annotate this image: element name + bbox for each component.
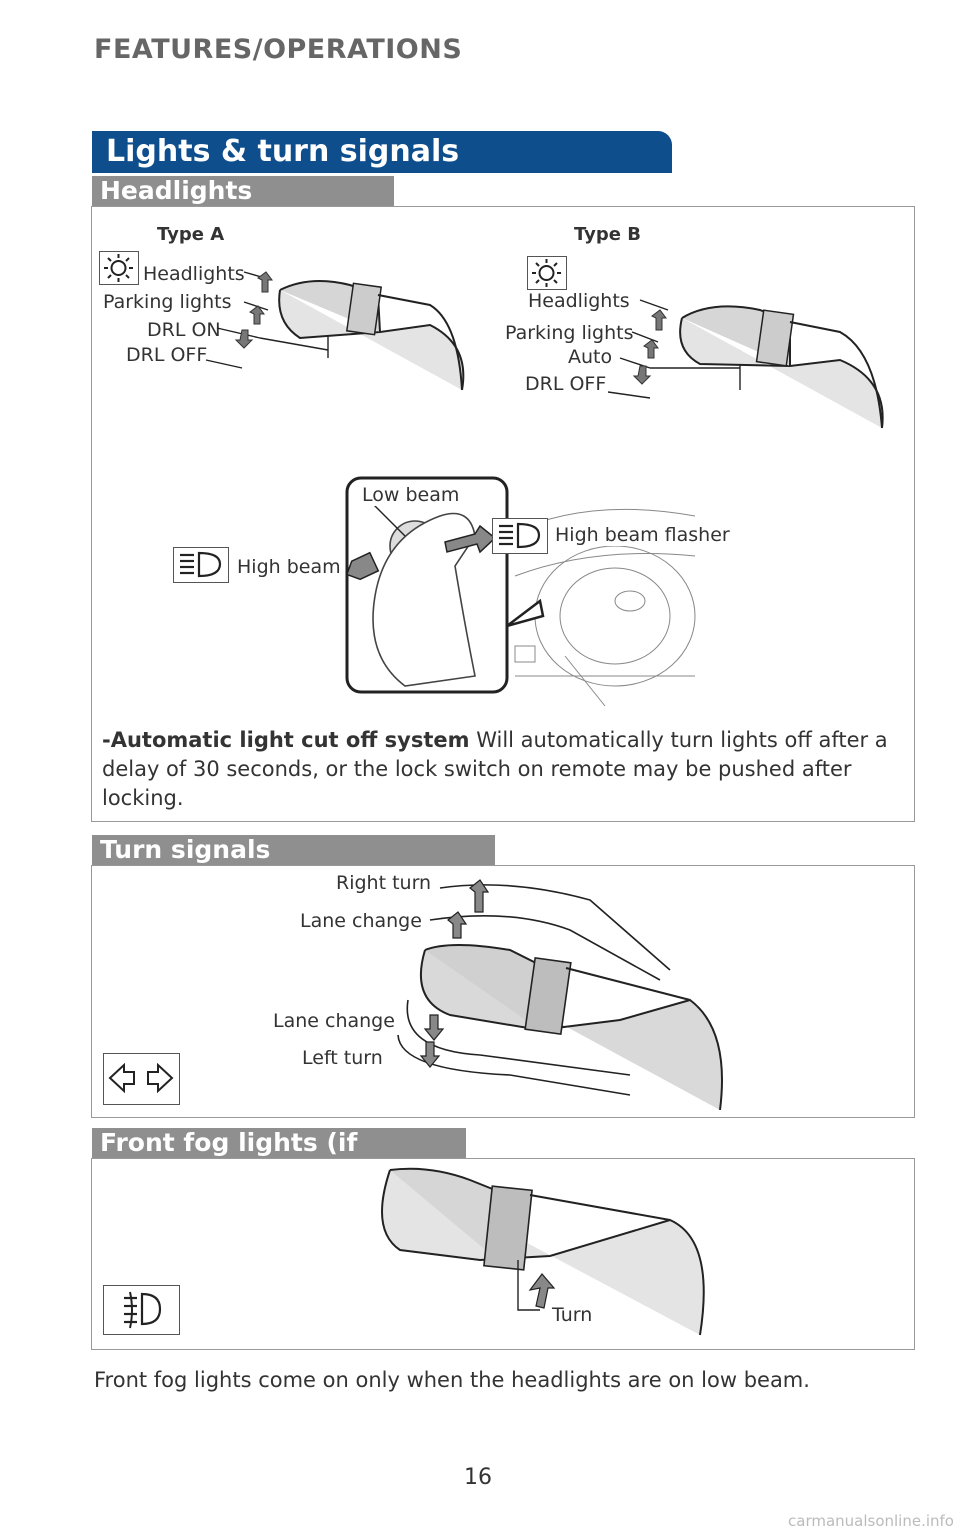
auto-cutoff-note: -Automatic light cut off system Will aut… (102, 726, 907, 813)
type-b-drl-off-label: DRL OFF (525, 373, 607, 395)
fog-icon-box (103, 1285, 180, 1335)
type-a-headlights-label: Headlights (143, 263, 245, 285)
type-a-drl-on-label: DRL ON (147, 319, 221, 341)
beam-illustration (345, 476, 696, 707)
lane-change-down-label: Lane change (273, 1010, 395, 1032)
headlight-sun-icon (104, 254, 133, 282)
turn-signals-box (91, 865, 915, 1118)
left-turn-label: Left turn (302, 1047, 383, 1069)
type-b-auto-label: Auto (568, 346, 613, 368)
fog-caption: Front fog lights come on only when the h… (94, 1368, 810, 1392)
lane-change-up-label: Lane change (300, 910, 422, 932)
page-number: 16 (464, 1465, 492, 1490)
headlights-header: Headlights (92, 176, 394, 206)
auto-cutoff-text: Will automatically turn lights off after… (102, 728, 888, 810)
right-turn-label: Right turn (336, 872, 432, 894)
turn-signal-arrows-icon (108, 1062, 174, 1094)
type-b-stalk-illustration (607, 299, 884, 429)
headlight-icon-b (527, 256, 567, 290)
high-beam-icon-box (173, 547, 229, 583)
turn-signal-stalk-illustration (397, 879, 723, 1110)
type-a-drl-off-label: DRL OFF (126, 344, 208, 366)
type-a-stalk-illustration (205, 271, 465, 391)
type-b-headlights-label: Headlights (528, 290, 630, 312)
fog-light-icon (124, 1291, 162, 1329)
type-a-parking-label: Parking lights (103, 291, 232, 313)
fog-turn-label: Turn (552, 1304, 593, 1326)
watermark: carmanualsonline.info (788, 1512, 954, 1530)
type-b-parking-label: Parking lights (505, 322, 634, 344)
turn-icon-box (103, 1053, 180, 1105)
headlights-box (91, 206, 915, 822)
turn-signals-header: Turn signals (92, 835, 495, 865)
type-a-label: Type A (157, 224, 225, 245)
fog-stalk-illustration (381, 1167, 705, 1336)
high-beam-icon (499, 522, 541, 549)
high-beam-flasher-label: High beam flasher (553, 524, 732, 546)
high-beam-flasher-icon-box (492, 518, 548, 554)
fog-lights-header: Front fog lights (if equipped) (92, 1128, 466, 1187)
main-banner: Lights & turn signals (92, 131, 672, 173)
headlight-sun-icon (532, 259, 561, 287)
high-beam-label: High beam (237, 556, 341, 578)
fog-lights-box (91, 1158, 915, 1350)
auto-cutoff-title: -Automatic light cut off system (102, 728, 470, 752)
low-beam-label: Low beam (360, 484, 462, 506)
headlight-icon-a (99, 251, 139, 285)
high-beam-icon (180, 551, 222, 578)
type-b-label: Type B (574, 224, 641, 245)
section-title: FEATURES/OPERATIONS (94, 34, 463, 65)
